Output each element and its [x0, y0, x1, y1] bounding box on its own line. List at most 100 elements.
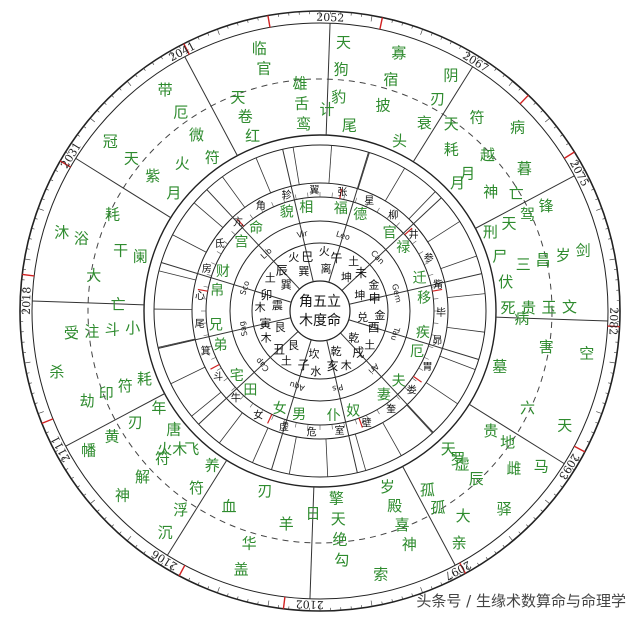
inner-palace-男女: 男 — [292, 407, 306, 423]
element: 金 — [374, 308, 385, 322]
inner-divider — [161, 261, 292, 303]
inner-tick — [271, 202, 274, 207]
inner-palace-疾厄: 厄 — [410, 344, 424, 360]
inner-tick — [418, 251, 424, 255]
degree-tick — [151, 62, 155, 65]
degree-tick — [545, 117, 551, 123]
degree-tick — [605, 392, 609, 394]
palace-star: 天 — [444, 115, 459, 133]
year-label: 2102 — [295, 597, 323, 611]
inner-palace-相貌: 相 — [299, 200, 313, 216]
earthly-branch: 未 — [355, 266, 367, 280]
mansion-divider — [382, 422, 402, 456]
degree-tick — [34, 402, 38, 404]
lunar-mansion: 女 — [253, 409, 263, 422]
degree-tick — [54, 450, 58, 453]
palace-star: 亲 — [452, 534, 467, 552]
degree-tick — [96, 509, 100, 512]
inner-divider — [206, 189, 300, 290]
degree-tick — [466, 565, 471, 571]
degree-tick — [96, 110, 100, 113]
degree-tick — [553, 493, 557, 496]
degree-tick — [54, 169, 58, 172]
palace-star: 索 — [373, 566, 388, 584]
red-marker — [59, 160, 71, 168]
palace-star: 大 — [456, 507, 471, 525]
ring-6 — [229, 220, 411, 402]
lunar-mansion: 娄 — [407, 384, 417, 397]
palace-star: 天 — [124, 150, 139, 168]
trigram: 巽 — [281, 279, 292, 292]
outer-divider — [75, 157, 172, 219]
palace-star: 岁 — [556, 246, 571, 264]
element: 木 — [255, 301, 266, 314]
trigram: 乾 — [331, 345, 342, 358]
palace-star: 刑 — [483, 223, 498, 241]
degree-tick — [169, 51, 174, 57]
degree-tick — [574, 457, 580, 462]
degree-tick — [77, 134, 80, 137]
mansion-divider — [191, 391, 222, 417]
earthly-branch: 卯 — [260, 288, 272, 302]
ring-5 — [205, 196, 435, 426]
inner-palace-命宫: 宫 — [234, 235, 248, 251]
degree-tick — [430, 32, 433, 36]
palace-star: 浴 — [74, 230, 89, 248]
degree-tick — [574, 160, 580, 165]
lunar-mansion: 昴 — [432, 335, 442, 347]
lunar-mansion: 井 — [409, 228, 419, 241]
palace-star: 符 — [189, 479, 204, 497]
palace-star: 耗 — [105, 206, 120, 224]
degree-tick — [602, 218, 606, 220]
degree-tick — [420, 28, 423, 35]
center-line-2: 木度命 — [299, 312, 341, 329]
inner-divider — [348, 319, 479, 361]
degree-tick — [370, 15, 373, 22]
degree-tick — [37, 208, 44, 211]
palace-star: 驿 — [497, 500, 512, 518]
degree-tick — [71, 476, 74, 480]
red-marker — [459, 562, 467, 574]
palace-star: 昌 — [536, 251, 551, 269]
earthly-branch: 辰 — [276, 263, 288, 277]
degree-tick — [257, 601, 259, 605]
degree-tick — [586, 179, 590, 182]
inner-divider — [198, 331, 299, 425]
inner-divider — [282, 149, 314, 282]
degree-tick — [45, 188, 49, 191]
element: 火 — [319, 245, 330, 258]
red-marker — [282, 596, 286, 609]
palace-star: 官 — [256, 59, 271, 77]
earthly-branch: 子 — [298, 358, 310, 372]
degree-tick — [197, 36, 200, 40]
palace-star: 天 — [557, 417, 572, 435]
degree-tick — [602, 402, 606, 404]
ring-dashed — [87, 78, 553, 544]
palace-star: 浮 — [173, 501, 188, 519]
palace-star: 豹 — [331, 88, 346, 106]
lunar-mansion: 角 — [256, 200, 266, 212]
degree-tick — [135, 544, 138, 548]
outer-divider — [412, 66, 474, 163]
mansion-divider — [354, 433, 367, 471]
degree-tick — [237, 22, 239, 26]
inner-palace-福德: 德 — [353, 207, 367, 223]
degree-tick — [160, 56, 163, 60]
inner-tick — [424, 262, 429, 265]
earthly-branch: 戌 — [352, 345, 364, 359]
inner-red-marker — [404, 227, 413, 236]
middle-ring-star: 火木 — [157, 440, 187, 458]
degree-tick — [459, 45, 462, 49]
inner-divider — [328, 152, 370, 283]
palace-star: 头 — [392, 132, 407, 150]
degree-tick — [247, 19, 249, 23]
degree-tick — [545, 499, 551, 505]
trigram: 坎 — [309, 348, 320, 361]
inner-tick — [249, 214, 254, 219]
palace-star: 喜 — [395, 516, 410, 534]
palace-star: 飞 — [184, 440, 199, 458]
middle-ring-star: 罗 — [450, 450, 465, 468]
palace-star: 幡 — [81, 442, 96, 460]
inner-divider — [270, 339, 312, 470]
trigram: 乾 — [348, 331, 359, 344]
